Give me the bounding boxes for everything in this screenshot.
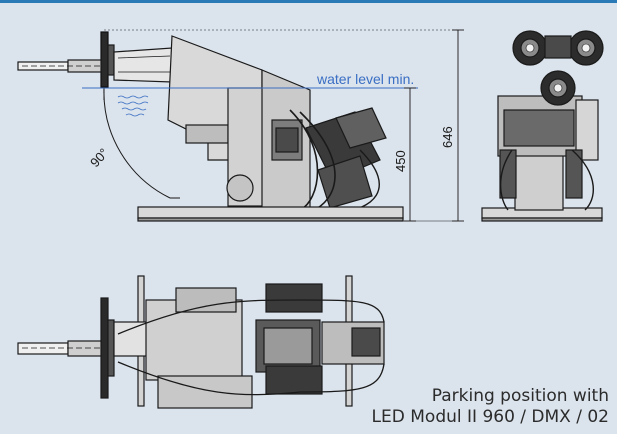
angle-label: 90° (87, 145, 111, 170)
dimension-lines (104, 29, 464, 222)
dimension-646-label: 646 (440, 126, 455, 148)
side-view (17, 31, 404, 222)
caption-line-1: Parking position with (431, 386, 609, 406)
caption-line-2: LED Modul II 960 / DMX / 02 (371, 407, 609, 427)
caption: Parking position with LED Modul II 960 /… (289, 386, 609, 428)
dimension-450-label: 450 (393, 150, 408, 172)
water-level-label: water level min. (316, 71, 414, 87)
front-view (481, 30, 604, 222)
top-accent-bar (0, 0, 617, 3)
top-view (17, 275, 385, 409)
